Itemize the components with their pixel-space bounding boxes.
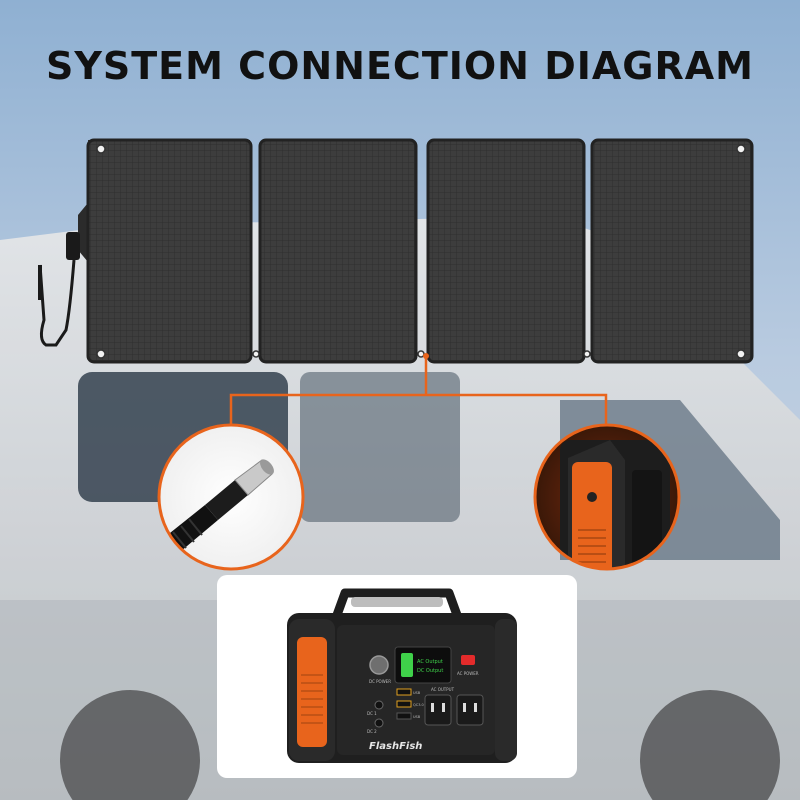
- power-station-image: AC Output DC Output DC POWER AC POWER AC…: [287, 588, 517, 763]
- solar-panel: [38, 138, 754, 364]
- dc-1-label: DC 1: [367, 711, 377, 716]
- lcd-line-1: AC Output: [417, 659, 443, 665]
- dc-2-label: DC 2: [367, 729, 377, 734]
- ac-output-label: AC OUTPUT: [431, 687, 455, 692]
- brand-logo: FlashFish: [369, 741, 422, 752]
- usb-label-3: USB: [413, 715, 421, 719]
- usb-label-2: QC3.0: [413, 703, 424, 707]
- dc-plug-icon: [157, 423, 305, 571]
- ac-power-label: AC POWER: [457, 671, 479, 676]
- power-station-card: AC Output DC Output DC POWER AC POWER AC…: [217, 575, 577, 778]
- input-port-icon: [533, 423, 681, 571]
- usb-label-1: USB: [413, 691, 421, 695]
- connector-lines: [229, 358, 608, 430]
- page-title: SYSTEM CONNECTION DIAGRAM: [46, 44, 754, 88]
- dc-power-label: DC POWER: [369, 679, 391, 684]
- lcd-line-2: DC Output: [417, 668, 443, 674]
